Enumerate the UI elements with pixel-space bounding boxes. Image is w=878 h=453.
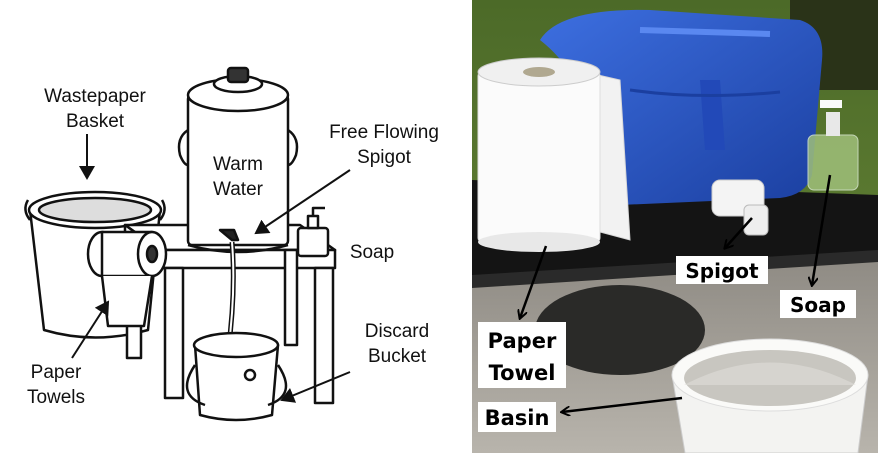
label-spigot-line1: Free Flowing bbox=[329, 122, 439, 143]
photo-label-spigot: Spigot bbox=[685, 259, 759, 283]
label-warm-line2: Water bbox=[213, 179, 264, 200]
photo-arrow-paper-towel bbox=[520, 245, 548, 318]
label-paper-line2: Towels bbox=[27, 387, 85, 408]
photo-label-paper-line2: Towel bbox=[489, 361, 556, 385]
photo-label-soap: Soap bbox=[790, 293, 846, 317]
photo-arrow-basin bbox=[562, 396, 683, 412]
discard-bucket bbox=[185, 331, 288, 422]
photo-label-paper-line1: Paper bbox=[488, 329, 557, 353]
photo-label-basin: Basin bbox=[485, 406, 550, 430]
label-discard-line1: Discard bbox=[365, 321, 429, 342]
label-spigot-line2: Spigot bbox=[357, 147, 412, 168]
left-arrows bbox=[71, 134, 351, 403]
arrow-paper-towels bbox=[71, 300, 110, 359]
label-paper-line1: Paper bbox=[31, 362, 82, 383]
photo-label-boxes bbox=[478, 256, 856, 432]
arrow-discard bbox=[280, 371, 351, 403]
label-wastepaper-line1: Wastepaper bbox=[44, 86, 146, 107]
white-spigot bbox=[711, 179, 769, 236]
photo-labels: Spigot Soap Paper Towel Basin bbox=[485, 259, 846, 430]
arrow-spigot bbox=[254, 169, 351, 235]
label-discard-line2: Bucket bbox=[368, 346, 427, 367]
photo-arrow-soap bbox=[812, 174, 832, 285]
left-labels: Wastepaper Basket Warm Water Free Flowin… bbox=[27, 86, 439, 408]
label-warm-line1: Warm bbox=[213, 154, 263, 175]
photo-paper-towel bbox=[477, 57, 631, 252]
white-basin bbox=[671, 338, 869, 453]
right-photo: Spigot Soap Paper Towel Basin bbox=[472, 0, 878, 453]
label-wastepaper-line2: Basket bbox=[66, 111, 125, 132]
photo-arrows bbox=[520, 174, 832, 412]
soap-bottle bbox=[296, 206, 330, 258]
paper-towel-roll bbox=[86, 230, 168, 328]
left-diagram bbox=[24, 66, 337, 422]
photo-arrow-spigot bbox=[725, 217, 753, 248]
water-cooler bbox=[177, 66, 299, 254]
soap-dispenser bbox=[807, 100, 859, 191]
label-soap: Soap bbox=[350, 242, 394, 263]
